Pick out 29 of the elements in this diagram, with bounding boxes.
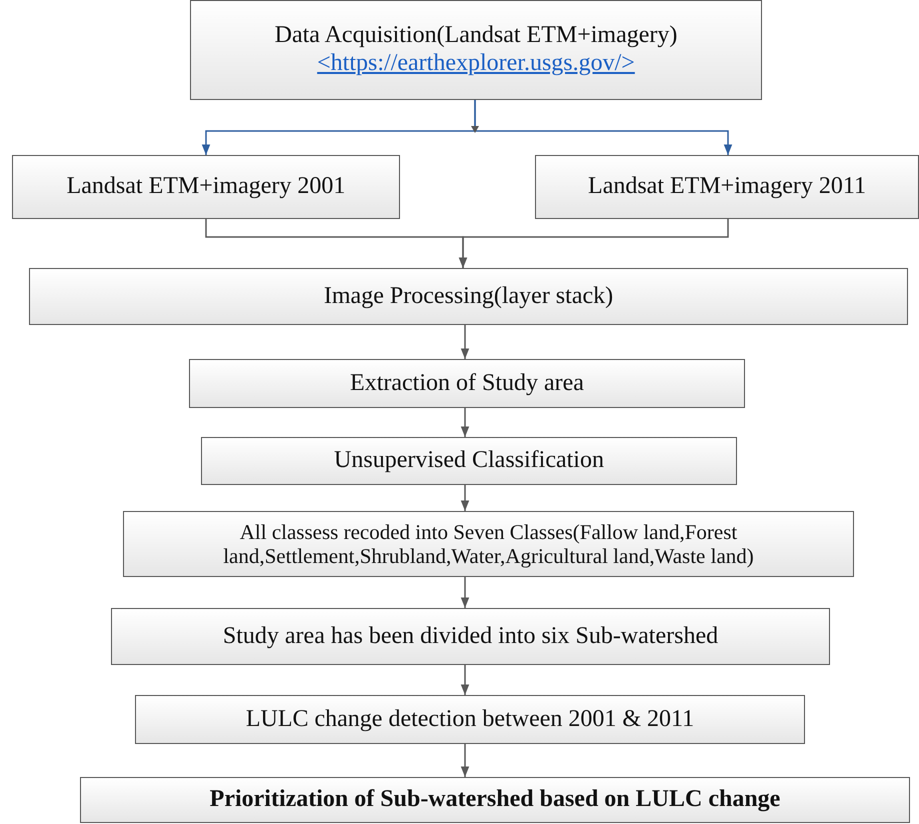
box-text: LULC change detection between 2001 & 2011 <box>246 706 694 734</box>
process-box <box>135 695 805 744</box>
process-box <box>12 155 400 219</box>
box-text: Landsat ETM+imagery 2011 <box>588 173 866 201</box>
process-box <box>111 608 830 665</box>
arrow <box>460 325 470 359</box>
box-text: Data Acquisition(Landsat ETM+imagery) <box>274 22 678 50</box>
arrow <box>460 485 470 511</box>
process-box <box>80 777 910 823</box>
box-text: Extraction of Study area <box>350 370 584 398</box>
box-text: All classess recoded into Seven Classes(Fallow land,Forest land,Settlement,Shrubland,Water,Agricultural land,Waste land) <box>222 520 755 568</box>
box-text: Unsupervised Classification <box>334 447 604 475</box>
box-text: Study area has been divided into six Sub-watershed <box>222 622 718 650</box>
box-text: Landsat ETM+imagery 2001 <box>66 173 346 201</box>
arrow <box>460 408 470 437</box>
arrow <box>460 744 470 777</box>
process-box <box>535 155 919 219</box>
url-link: <https://earthexplorer.usgs.gov/> <box>317 50 635 78</box>
arrow <box>474 100 732 155</box>
arrow <box>458 219 729 268</box>
process-box <box>189 359 745 408</box>
arrow <box>460 577 470 608</box>
box-text: Image Processing(layer stack) <box>324 282 614 310</box>
process-box <box>29 268 908 325</box>
arrow <box>460 665 470 695</box>
process-box <box>123 511 854 577</box>
process-box <box>190 0 762 100</box>
process-box <box>201 437 737 485</box>
box-text: Prioritization of Sub-watershed based on LULC change <box>210 786 780 814</box>
